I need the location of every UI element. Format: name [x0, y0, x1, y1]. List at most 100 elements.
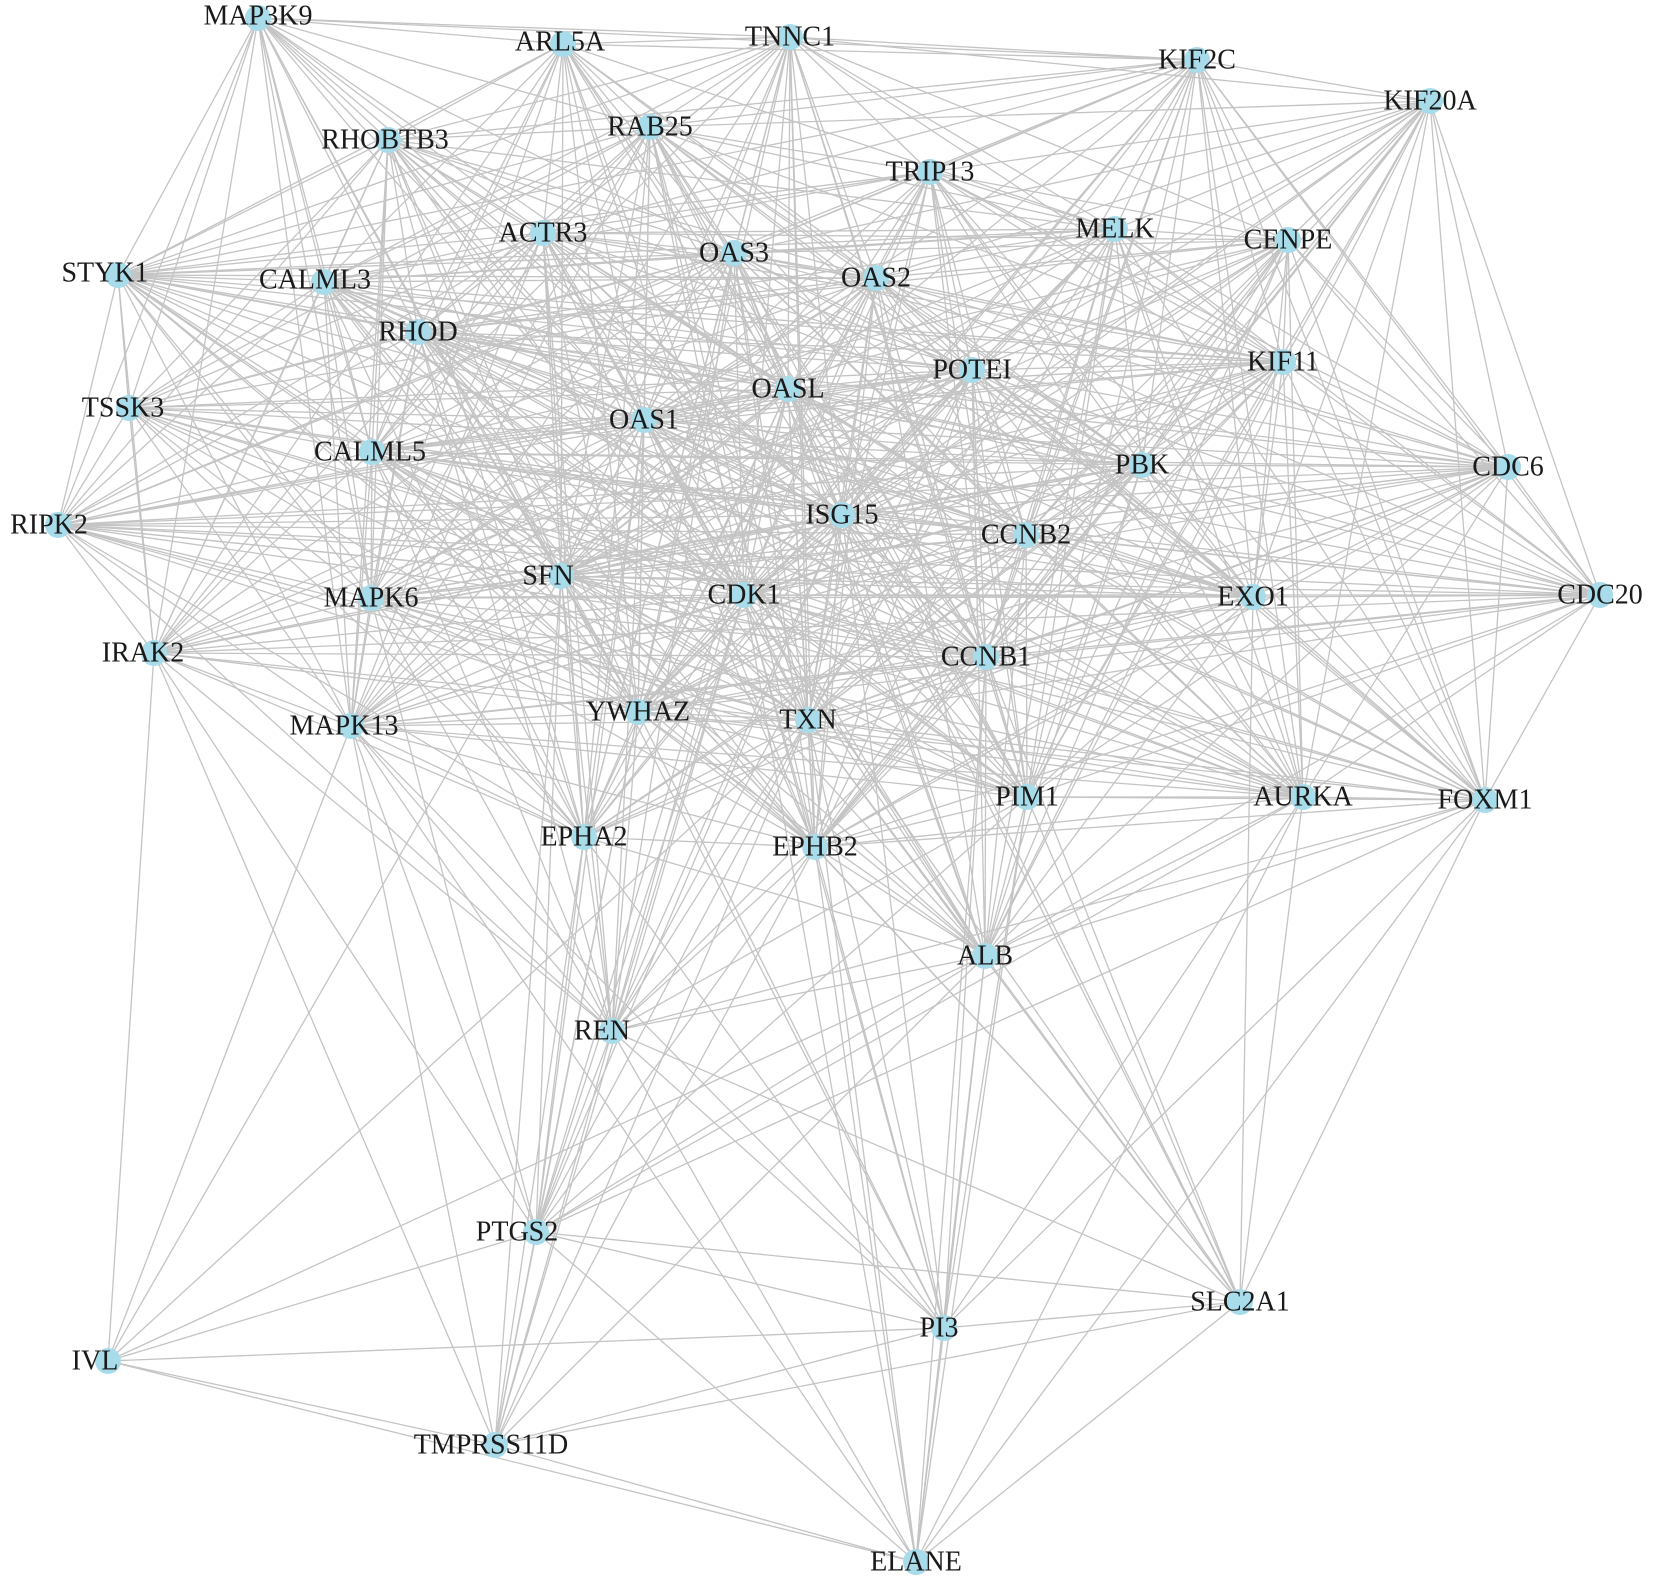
edge-calml3-epha2 [323, 281, 585, 838]
node-dot [548, 563, 574, 589]
node-ephb2[interactable]: EPHB2 [772, 832, 858, 863]
edge-aurka-ephb2 [814, 796, 1304, 848]
node-styk1[interactable]: STYK1 [61, 258, 148, 289]
node-mapk6[interactable]: MAPK6 [324, 583, 419, 614]
edge-cenpe-isg15 [841, 239, 1289, 516]
edge-oas3-txn [733, 252, 809, 721]
node-isg15[interactable]: ISG15 [805, 500, 878, 531]
node-kif2c[interactable]: KIF2C [1158, 45, 1236, 76]
edge-oas3-epha2 [583, 252, 735, 838]
edge-irak2-ivl [107, 652, 155, 1362]
node-trip13[interactable]: TRIP13 [886, 157, 975, 188]
edge-calml3-mapk6 [323, 281, 372, 599]
node-rab25[interactable]: RAB25 [607, 112, 693, 143]
node-dot [599, 1018, 625, 1044]
edge-isg15-mapk13 [350, 514, 843, 727]
edge-cenpe-pbk [1141, 239, 1289, 466]
node-pi3[interactable]: PI3 [920, 1313, 959, 1344]
node-map3k9[interactable]: MAP3K9 [204, 1, 313, 32]
node-dot [1587, 582, 1613, 608]
node-cdc6[interactable]: CDC6 [1472, 452, 1544, 483]
node-oasl[interactable]: OASL [751, 374, 824, 405]
node-exo1[interactable]: EXO1 [1217, 582, 1289, 613]
edge-oasl-irak2 [153, 388, 789, 654]
node-cdc20[interactable]: CDC20 [1557, 580, 1643, 611]
node-label: OAS3 [699, 238, 769, 269]
node-ren[interactable]: REN [574, 1016, 630, 1047]
node-ptgs2[interactable]: PTGS2 [476, 1217, 558, 1248]
node-ripk2[interactable]: RIPK2 [10, 510, 88, 541]
edge-cdc20-alb [984, 594, 1601, 957]
edge-ivl-elane [107, 1360, 917, 1563]
node-label: RIPK2 [10, 510, 88, 541]
node-tnnc1[interactable]: TNNC1 [745, 22, 835, 53]
edge-calml5-cdk1 [371, 451, 745, 596]
edge-cdc20-pim1 [1026, 594, 1601, 798]
node-label: OAS2 [841, 263, 911, 294]
edge-calml5-irak2 [153, 451, 373, 654]
node-irak2[interactable]: IRAK2 [102, 638, 184, 669]
node-ywhaz[interactable]: YWHAZ [586, 697, 690, 728]
edge-oas2-oasl [787, 277, 877, 390]
edge-oasl-calml5 [371, 388, 789, 453]
edge-rhobtb3-mapk6 [370, 139, 389, 599]
node-label: YWHAZ [586, 697, 690, 728]
node-epha2[interactable]: EPHA2 [540, 822, 627, 853]
node-elane[interactable]: ELANE [870, 1547, 962, 1578]
node-label: EXO1 [1217, 582, 1289, 613]
edge-pi3-tmprss11d [494, 1327, 945, 1446]
edge-cdc6-aurka [1302, 466, 1509, 798]
node-pim1[interactable]: PIM1 [995, 782, 1059, 813]
edge-ywhaz-ephb2 [637, 711, 816, 848]
node-ccnb1[interactable]: CCNB1 [941, 642, 1031, 673]
node-kif11[interactable]: KIF11 [1247, 347, 1319, 378]
node-calml5[interactable]: CALML5 [314, 437, 426, 468]
edge-rhobtb3-isg15 [387, 139, 843, 516]
node-rhod[interactable]: RHOD [378, 317, 457, 348]
node-sfn[interactable]: SFN [522, 561, 574, 592]
node-mapk13[interactable]: MAPK13 [290, 711, 399, 742]
edge-rhod-cdc6 [417, 331, 1509, 468]
node-cdk1[interactable]: CDK1 [707, 580, 780, 611]
edge-tssk3-mapk6 [128, 407, 372, 599]
node-potei[interactable]: POTEI [932, 355, 1011, 386]
edge-sfn-ivl [107, 575, 562, 1362]
node-foxm1[interactable]: FOXM1 [1438, 785, 1533, 816]
node-tmprss11d[interactable]: TMPRSS11D [414, 1430, 569, 1461]
node-kif20a[interactable]: KIF20A [1383, 86, 1477, 117]
edge-melk-oas2 [875, 228, 1116, 279]
node-dot [116, 395, 142, 421]
edge-epha2-alb [583, 836, 986, 957]
node-label: PTGS2 [476, 1217, 558, 1248]
edge-cdc6-epha2 [583, 466, 1509, 838]
edge-foxm1-ren [611, 799, 1486, 1032]
node-rhobtb3[interactable]: RHOBTB3 [321, 125, 449, 156]
edge-kif2c-rab25 [649, 59, 1198, 128]
node-oas3[interactable]: OAS3 [699, 238, 769, 269]
node-arl5a[interactable]: ARL5A [515, 27, 606, 58]
edge-txn-tmprss11d [494, 719, 809, 1446]
node-pbk[interactable]: PBK [1115, 450, 1169, 481]
node-cenpe[interactable]: CENPE [1244, 225, 1333, 256]
node-alb[interactable]: ALB [957, 941, 1013, 972]
edge-mapk13-ren [350, 725, 613, 1032]
node-calml3[interactable]: CALML3 [259, 265, 371, 296]
edge-styk1-calml3 [117, 274, 325, 283]
edge-potei-oasl [787, 369, 973, 390]
node-oas2[interactable]: OAS2 [841, 263, 911, 294]
node-tssk3[interactable]: TSSK3 [82, 393, 164, 424]
edge-rhobtb3-mapk13 [350, 139, 389, 727]
edge-oas2-calml3 [323, 277, 877, 283]
node-aurka[interactable]: AURKA [1253, 782, 1353, 813]
edge-isg15-slc2a1 [841, 514, 1241, 1303]
node-melk[interactable]: MELK [1075, 214, 1154, 245]
node-actr3[interactable]: ACTR3 [499, 218, 588, 249]
node-oas1[interactable]: OAS1 [609, 405, 679, 436]
node-slc2a1[interactable]: SLC2A1 [1190, 1287, 1290, 1318]
edge-oas1-calml5 [371, 419, 645, 453]
node-ccnb2[interactable]: CCNB2 [981, 520, 1071, 551]
node-txn[interactable]: TXN [779, 705, 837, 736]
node-ivl[interactable]: IVL [72, 1346, 121, 1377]
node-dot [1495, 454, 1521, 480]
edge-actr3-ephb2 [542, 232, 816, 848]
